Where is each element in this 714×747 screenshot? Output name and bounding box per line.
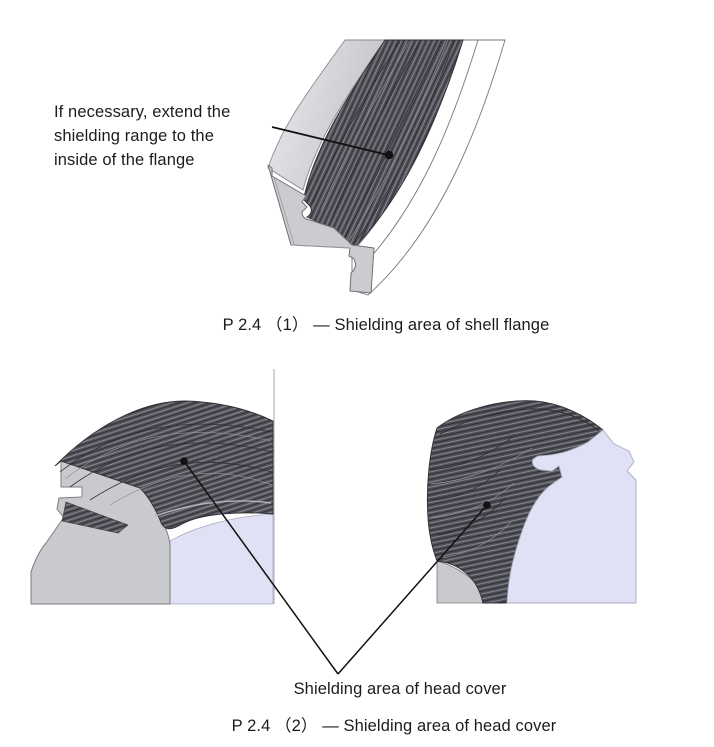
shell-flange-figure [267,39,506,296]
flange-shield-band [302,39,464,251]
head-cover-left-figure [30,369,339,675]
annotation-line-2: shielding range to the [54,127,214,145]
head-cover-left-cut-face [169,513,274,605]
figure2-left-leader-dot [180,457,188,465]
figure2-left-leader [180,457,339,675]
figure2-caption: P 2.4 （2） — Shielding area of head cover [231,717,557,735]
head-cover-right-figure [337,400,637,675]
figure2-left-leader-line [183,460,339,675]
annotation-line-1: If necessary, extend the [54,103,231,121]
figure1-annotation: If necessary, extend the shielding range… [54,100,230,172]
figure2-label: Shielding area of head cover [293,680,507,698]
flange-inner-band [267,39,386,191]
figure2-right-leader-line [337,504,488,675]
flange-cross-section [267,164,375,294]
figure1-leader-line [271,126,389,156]
head-cover-right-shield [426,400,604,604]
head-cover-right-cut-face [506,429,637,604]
figure2-right-leader [337,501,491,675]
figure1-leader-dot [384,150,394,160]
figure2-right-leader-dot [483,501,491,509]
figure1-caption: P 2.4 （1） — Shielding area of shell flan… [222,316,550,334]
head-cover-left-shield [54,400,274,530]
head-cover-left-notch-shield [61,501,129,534]
annotation-line-3: inside of the flange [54,151,195,169]
figure1-leader [271,126,394,160]
